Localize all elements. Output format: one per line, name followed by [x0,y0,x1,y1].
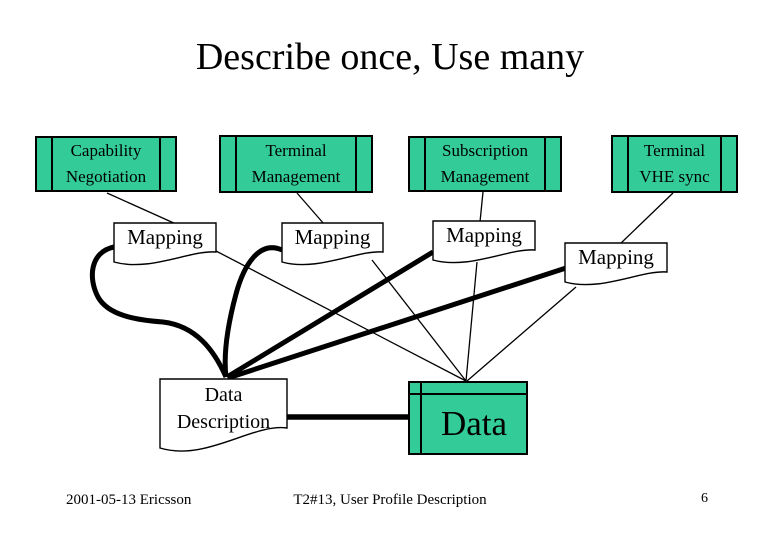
capability-negotiation-label: Capability Negotiation [65,141,147,186]
mapping4-label: Mapping [578,245,654,269]
line-capability-to-mapping1 [106,192,177,225]
subscription-management-label: Subscription Management [440,141,530,186]
line-mapping1-to-data [215,250,467,382]
data-description-shape [159,378,288,452]
subscription-management-box: Subscription Management [408,136,562,192]
line-mapping3-to-data [465,261,478,382]
mapping1-label: Mapping [127,225,203,249]
line-terminalmgmt-to-mapping2 [296,192,325,225]
footer-center-text: T2#13, User Profile Description [293,492,487,508]
footer-page-number: 6 [701,491,708,506]
line-mapping4-to-data [466,286,577,382]
mapping3-shape [432,220,536,264]
thick-mapping2-to-datadesc [222,245,284,378]
terminal-vhe-sync-box: Terminal VHE sync [611,135,738,193]
mapping2-label: Mapping [294,225,371,249]
terminal-management-box: Terminal Management [219,135,373,193]
mapping4-shape [564,242,668,286]
slide-title: Describe once, Use many [195,36,585,78]
mapping2-shape [281,222,384,266]
footer-date-author: 2001-05-13 Ericsson [66,492,192,508]
data-store-label: Data [440,404,508,443]
line-subscription-to-mapping3 [479,191,484,223]
capability-negotiation-box: Capability Negotiation [35,136,177,192]
thick-mapping4-to-datadesc [227,265,567,381]
mapping3-label: Mapping [446,223,522,247]
terminal-management-label: Terminal Management [251,141,341,186]
line-vhesync-to-mapping4 [619,192,674,245]
data-store-box: Data [408,381,528,455]
data-description-label: Data Description [176,384,271,433]
thick-mapping3-to-datadesc [225,249,435,380]
mapping1-shape [113,222,217,266]
thick-mapping1-to-datadesc [89,244,229,379]
terminal-vhe-sync-label: Terminal VHE sync [639,141,710,186]
